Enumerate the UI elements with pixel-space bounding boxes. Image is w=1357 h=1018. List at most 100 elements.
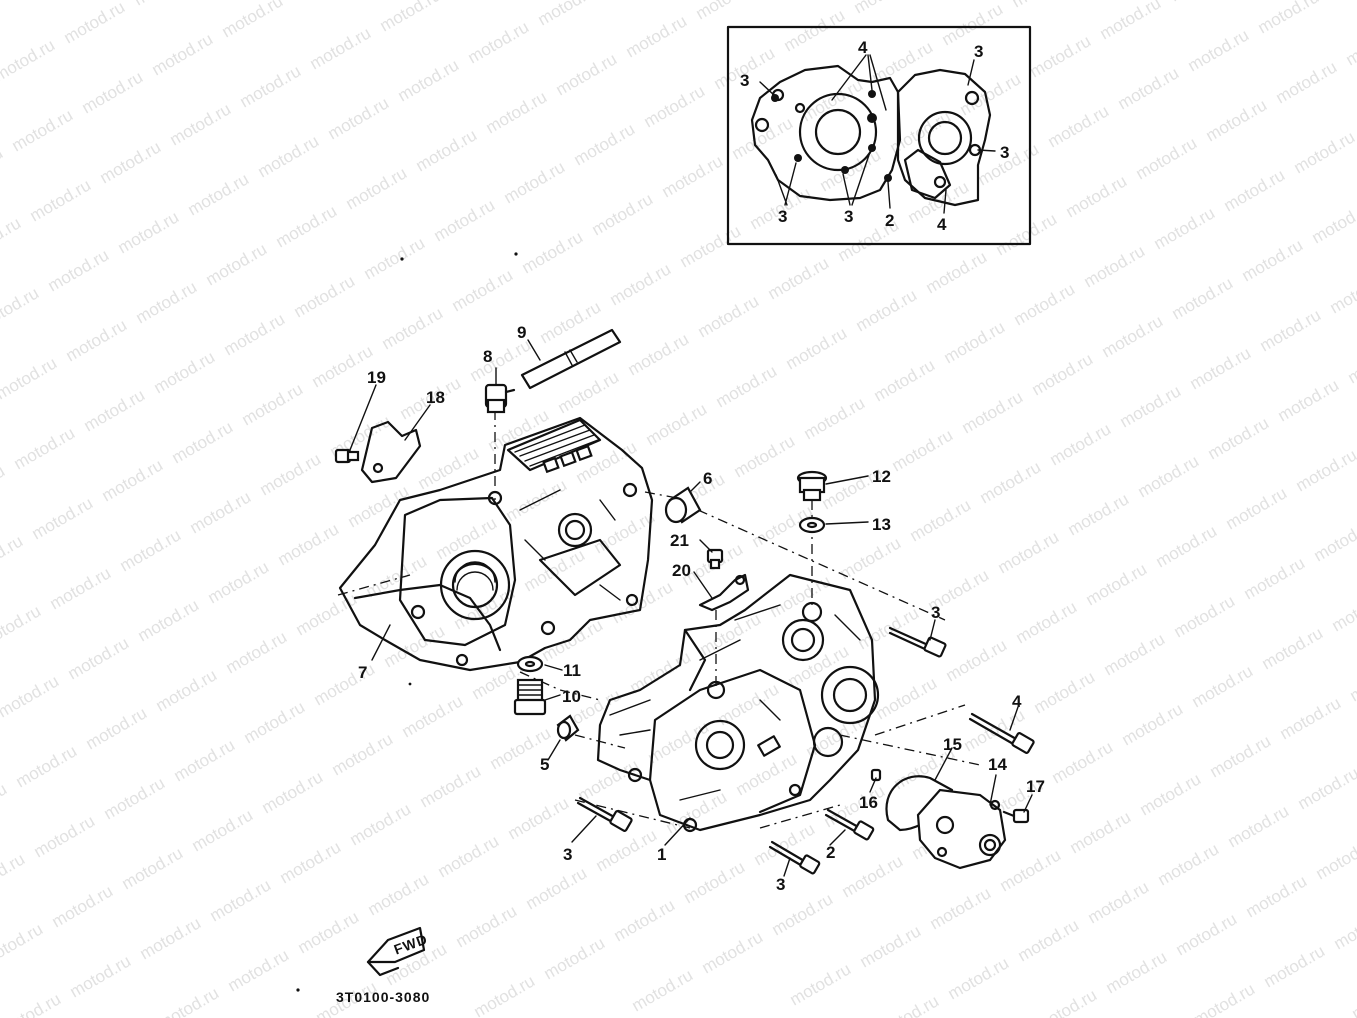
- watermark-text: motod.ru: [61, 0, 129, 47]
- inset-hole: [754, 117, 770, 133]
- watermark-text: motod.ru: [49, 881, 117, 931]
- inset-diagram: 4 3 3 3 3 3 2 4: [726, 25, 1032, 246]
- callout-2: 2: [826, 843, 835, 862]
- watermark-text: motod.ru: [1327, 267, 1357, 317]
- watermark-text: motod.ru: [187, 487, 255, 537]
- watermark-text: motod.ru: [1151, 203, 1219, 253]
- watermark-text: motod.ru: [1349, 973, 1357, 1018]
- inset-cover: [903, 148, 952, 200]
- watermark-text: motod.ru: [99, 455, 167, 505]
- watermark-text: motod.ru: [133, 277, 201, 327]
- watermark-text: motod.ru: [83, 703, 151, 753]
- watermark-text: motod.ru: [0, 143, 6, 193]
- watermark-text: motod.ru: [135, 595, 203, 645]
- part-3-bolt: [576, 796, 633, 832]
- inset-hole: [794, 102, 806, 114]
- watermark-text: motod.ru: [1155, 839, 1223, 889]
- watermark-text: motod.ru: [31, 811, 99, 861]
- watermark-text: motod.ru: [361, 233, 429, 283]
- watermark-text: motod.ru: [555, 367, 623, 417]
- watermark-text: motod.ru: [907, 495, 975, 545]
- watermark-text: motod.ru: [27, 175, 95, 225]
- watermark-text: motod.ru: [413, 125, 481, 175]
- watermark-text: motod.ru: [535, 0, 603, 29]
- watermark-text: motod.ru: [1169, 273, 1237, 323]
- part-5-dowel: [556, 714, 580, 742]
- watermark-text: motod.ru: [1185, 25, 1253, 75]
- callout-4: 4: [1012, 692, 1022, 711]
- watermark-text: motod.ru: [939, 0, 1007, 49]
- inset-label: 3: [974, 42, 983, 61]
- watermark-text: motod.ru: [293, 589, 361, 639]
- watermark-text: motod.ru: [1309, 197, 1357, 247]
- assembly-lines: [337, 410, 981, 829]
- callout-3: 3: [776, 875, 785, 894]
- watermark-text: motod.ru: [663, 787, 731, 837]
- callout-13: 13: [872, 515, 891, 534]
- watermark-text: motod.ru: [0, 461, 8, 511]
- watermark-text: motod.ru: [1097, 0, 1165, 43]
- watermark-text: motod.ru: [889, 425, 957, 475]
- watermark-text: motod.ru: [151, 347, 219, 397]
- watermark-text: motod.ru: [1015, 915, 1083, 965]
- watermark-text: motod.ru: [259, 767, 327, 817]
- watermark-text: motod.ru: [1345, 337, 1357, 387]
- left-crankcase-half: [338, 416, 654, 672]
- callout-17: 17: [1026, 777, 1045, 796]
- inset-label: 3: [844, 207, 853, 226]
- watermark-text: motod.ru: [277, 837, 345, 887]
- watermark-text: motod.ru: [767, 571, 835, 621]
- part-10-bolt: [513, 678, 547, 716]
- part-21-plug: [706, 548, 724, 570]
- watermark-text: motod.ru: [1313, 833, 1357, 883]
- watermark-text: motod.ru: [29, 493, 97, 543]
- watermark-text: motod.ru: [0, 213, 24, 263]
- watermark-text: motod.ru: [1275, 375, 1343, 425]
- inset-label: 2: [885, 211, 894, 230]
- watermark-text: motod.ru: [501, 157, 569, 207]
- watermark-text: motod.ru: [1135, 451, 1203, 501]
- watermark-text: motod.ru: [483, 87, 551, 137]
- watermark-text: motod.ru: [1101, 629, 1169, 679]
- watermark-text: motod.ru: [1239, 235, 1307, 285]
- callout-11: 11: [563, 661, 581, 680]
- leader-lines: [349, 339, 1033, 877]
- callout-12: 12: [872, 467, 891, 486]
- watermark-text: motod.ru: [519, 227, 587, 277]
- watermark-text: motod.ru: [1119, 699, 1187, 749]
- watermark-text: motod.ru: [729, 113, 797, 163]
- watermark-text: motod.ru: [0, 283, 42, 333]
- watermark-text: motod.ru: [1171, 591, 1239, 641]
- watermark-text: motod.ru: [541, 933, 609, 983]
- part-code: 3T0100-3080: [336, 989, 430, 1005]
- watermark-text: motod.ru: [1329, 585, 1357, 635]
- watermark-text: motod.ru: [1187, 343, 1255, 393]
- watermark-text: motod.ru: [1117, 381, 1185, 431]
- watermark-text: motod.ru: [589, 189, 657, 239]
- watermark-text: motod.ru: [399, 691, 467, 741]
- watermark-text: motod.ru: [941, 317, 1009, 367]
- watermark-text: motod.ru: [0, 671, 62, 721]
- watermark-text: motod.ru: [453, 901, 521, 951]
- watermark-text: motod.ru: [1103, 947, 1171, 997]
- inset-right-bore-inner: [927, 120, 963, 156]
- watermark-text: motod.ru: [503, 475, 571, 525]
- watermark-text: motod.ru: [343, 163, 411, 213]
- watermark-text: motod.ru: [1013, 597, 1081, 647]
- watermark-text: motod.ru: [959, 387, 1027, 437]
- watermark-text: motod.ru: [273, 201, 341, 251]
- callout-15: 15: [943, 735, 962, 754]
- watermark-text: motod.ru: [1295, 763, 1357, 813]
- watermark-text: motod.ru: [185, 169, 253, 219]
- watermark-text: motod.ru: [13, 741, 81, 791]
- part-16-pin: [870, 768, 882, 782]
- watermark-text: motod.ru: [0, 779, 10, 829]
- watermark-text: motod.ru: [307, 23, 375, 73]
- watermark-text: motod.ru: [943, 635, 1011, 685]
- watermark-text: motod.ru: [9, 105, 77, 155]
- callout-7: 7: [358, 663, 367, 682]
- watermark-text: motod.ru: [465, 17, 533, 67]
- watermark-text: motod.ru: [801, 393, 869, 443]
- watermark-text: motod.ru: [345, 481, 413, 531]
- watermark-text: motod.ru: [97, 137, 165, 187]
